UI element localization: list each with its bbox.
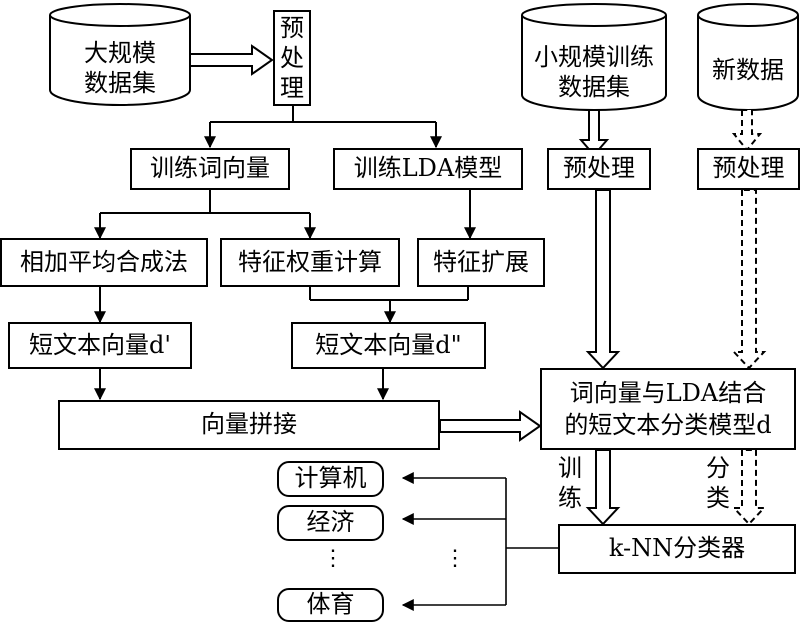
large-dataset-line1: 大规模 (84, 39, 156, 67)
short-vector-1-box: 短文本向量d' (8, 322, 192, 369)
category-ellipsis-text: ⋮ (322, 546, 344, 571)
category-economy: 经济 (277, 505, 384, 541)
category-economy-label: 经济 (306, 508, 355, 537)
hollow-arrow-concat-to-model (439, 410, 542, 442)
classify-label-char1: 分 (706, 454, 730, 482)
pre-char-1: 预 (280, 14, 304, 42)
feature-weight-label: 特征权重计算 (238, 247, 382, 276)
feature-expand-box: 特征扩展 (417, 238, 545, 287)
train-word-vector-label: 训练词向量 (150, 154, 270, 183)
preprocess-new-box: 预处理 (697, 148, 800, 190)
pre-char-2: 处 (280, 44, 304, 72)
dashed-arrow-model-to-knn (731, 449, 767, 526)
model-line1: 词向量与LDA结合 (569, 379, 767, 407)
avg-method-box: 相加平均合成法 (0, 238, 208, 287)
model-box: 词向量与LDA结合 的短文本分类模型d (540, 368, 796, 450)
knn-box: k-NN分类器 (558, 524, 796, 574)
feature-weight-box: 特征权重计算 (220, 238, 400, 287)
double-arrow-pre-to-model (585, 189, 621, 370)
feature-expand-label: 特征扩展 (433, 247, 529, 276)
preprocess-new-label: 预处理 (712, 154, 785, 183)
double-arrow-small-to-pre (578, 109, 610, 157)
short-vector-2-box: 短文本向量d" (291, 322, 486, 369)
short-vector-1-label: 短文本向量d' (29, 330, 171, 359)
large-dataset-line2: 数据集 (84, 69, 156, 97)
pre-char-3: 理 (280, 74, 304, 102)
train-label: 训 练 (558, 453, 584, 513)
concat-label: 向量拼接 (201, 410, 297, 439)
dashed-arrow-new-to-pre (731, 109, 763, 152)
model-line2: 的短文本分类模型d (564, 411, 772, 439)
train-word-vector-box: 训练词向量 (130, 148, 290, 190)
double-arrow-model-to-knn (585, 449, 621, 526)
preprocess-small-box: 预处理 (547, 148, 651, 190)
small-dataset-line1: 小规模训练 (534, 43, 654, 71)
train-lda-box: 训练LDA模型 (333, 148, 523, 190)
arrow-ellipsis: ⋮ (444, 548, 466, 570)
cylinder-large-dataset (49, 3, 191, 106)
arrow-ellipsis-text: ⋮ (444, 546, 466, 571)
classify-label: 分 类 (706, 453, 732, 513)
avg-method-label: 相加平均合成法 (20, 247, 188, 276)
cylinder-small-dataset (521, 3, 667, 111)
category-sports: 体育 (277, 588, 384, 622)
concat-box: 向量拼接 (58, 400, 440, 450)
dashed-arrow-pre-to-model (731, 189, 767, 370)
train-label-char1: 训 (558, 454, 582, 482)
large-dataset-label: 大规模 数据集 (55, 33, 185, 103)
category-computer: 计算机 (277, 461, 384, 497)
train-label-char2: 练 (558, 484, 582, 512)
preprocess-main-box: 预 处 理 (273, 10, 311, 106)
small-dataset-label: 小规模训练 数据集 (524, 37, 664, 107)
cylinder-new-data (697, 3, 799, 111)
hollow-arrow-large-to-pre (189, 44, 274, 76)
preprocess-small-label: 预处理 (563, 154, 635, 183)
small-dataset-line2: 数据集 (558, 73, 630, 101)
train-lda-label: 训练LDA模型 (353, 154, 503, 183)
new-data-text: 新数据 (712, 56, 784, 84)
new-data-label: 新数据 (700, 37, 796, 103)
category-ellipsis: ⋮ (322, 548, 344, 570)
category-computer-label: 计算机 (294, 464, 367, 493)
category-sports-label: 体育 (306, 590, 355, 619)
short-vector-2-label: 短文本向量d" (315, 330, 462, 359)
knn-label: k-NN分类器 (608, 534, 746, 563)
classify-label-char2: 类 (706, 484, 730, 512)
